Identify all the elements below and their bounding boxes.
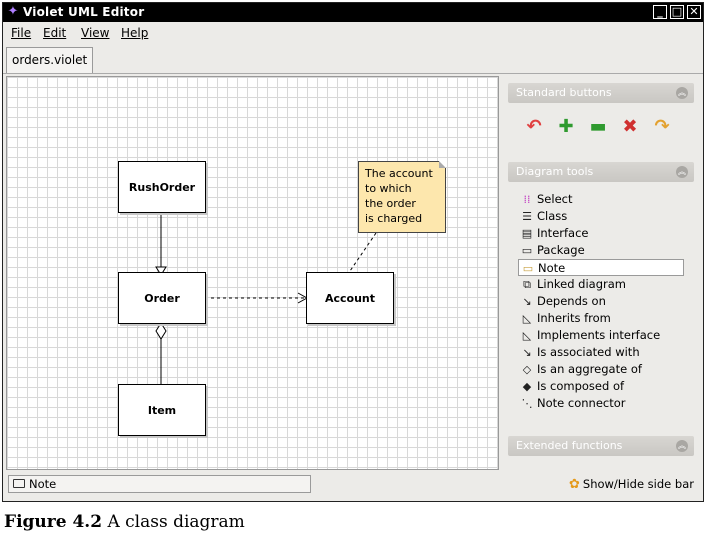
diagram-tools-header[interactable]: Diagram tools ︽: [508, 162, 694, 182]
tool-class[interactable]: ☰Class: [518, 208, 684, 225]
gear-icon: ✿: [569, 477, 580, 492]
class-rushorder[interactable]: RushOrder: [118, 161, 206, 213]
inherits-from-icon: ◺: [522, 312, 532, 325]
minimize-icon[interactable]: _: [653, 5, 667, 19]
depends-on-icon: ↘: [522, 295, 532, 308]
maximize-icon[interactable]: □: [670, 5, 684, 19]
tool-select[interactable]: ⁞⁞Select: [518, 191, 684, 208]
undo-icon[interactable]: ↶: [526, 116, 542, 137]
aggregation-icon: ◇: [522, 363, 532, 376]
status-label: Note: [29, 477, 57, 491]
diagram-tools-title: Diagram tools: [516, 165, 594, 178]
title-bar: ✦ Violet UML Editor _ □ ✕: [3, 3, 703, 22]
implements-interface-icon: ◺: [522, 329, 532, 342]
diagram-connectors: [155, 213, 377, 384]
tab-orders-violet[interactable]: orders.violet: [6, 47, 94, 73]
note-icon: [13, 479, 25, 488]
class-order[interactable]: Order: [118, 272, 206, 324]
menu-file[interactable]: File: [11, 26, 32, 40]
diagram-canvas[interactable]: RushOrder Order Account Item The account…: [7, 77, 498, 469]
note-icon: ▭: [522, 262, 534, 275]
tool-depends-on[interactable]: ↘Depends on: [518, 293, 684, 310]
diagram-tools-list: ⁞⁞Select ☰Class ▤Interface ▭Package ▭Not…: [518, 191, 684, 412]
diagram-note[interactable]: The account to which the order is charge…: [358, 161, 446, 233]
remove-icon[interactable]: ▬: [589, 116, 607, 137]
app-window: ✦ Violet UML Editor _ □ ✕ File Edit View…: [2, 2, 704, 502]
extended-functions-title: Extended functions: [516, 439, 623, 452]
tool-is-an-aggregate-of[interactable]: ◇Is an aggregate of: [518, 361, 684, 378]
status-bar: Note: [8, 475, 311, 493]
collapse-icon[interactable]: ︽: [676, 166, 688, 178]
show-hide-label: Show/Hide side bar: [582, 477, 694, 491]
tool-inherits-from[interactable]: ◺Inherits from: [518, 310, 684, 327]
collapse-icon[interactable]: ︽: [676, 87, 688, 99]
tab-strip: orders.violet: [3, 45, 703, 74]
tool-note[interactable]: ▭Note: [518, 259, 684, 276]
collapse-icon[interactable]: ︽: [676, 440, 688, 452]
package-icon: ▭: [521, 244, 533, 257]
tool-is-composed-of[interactable]: ◆Is composed of: [518, 378, 684, 395]
figure-title: A class diagram: [107, 512, 245, 532]
close-icon[interactable]: ✕: [687, 5, 701, 19]
diagram-canvas-frame: RushOrder Order Account Item The account…: [6, 76, 499, 470]
interface-icon: ▤: [521, 227, 533, 240]
standard-buttons-header[interactable]: Standard buttons ︽: [508, 83, 694, 103]
tool-is-associated-with[interactable]: ↘Is associated with: [518, 344, 684, 361]
figure-number: Figure 4.2: [4, 512, 103, 532]
side-bar: Standard buttons ︽ ↶ ✚ ▬ ✖ ↷ Diagram too…: [503, 76, 699, 470]
figure-caption: Figure 4.2 A class diagram: [4, 512, 245, 532]
class-icon: ☰: [522, 210, 532, 223]
linked-diagram-icon: ⧉: [523, 278, 531, 291]
tool-note-connector[interactable]: ⋱Note connector: [521, 396, 626, 410]
note-connector-line[interactable]: [349, 232, 377, 272]
note-connector-icon: ⋱: [521, 397, 533, 410]
aggregation-diamond: [155, 322, 167, 340]
menu-view[interactable]: View: [81, 26, 110, 40]
inheritance-arrowhead: [155, 266, 167, 276]
tool-package[interactable]: ▭Package: [521, 243, 585, 257]
delete-icon[interactable]: ✖: [622, 116, 638, 137]
composition-icon: ◆: [522, 380, 532, 393]
violet-app-icon: ✦: [7, 4, 19, 19]
tool-implements-interface[interactable]: ◺Implements interface: [518, 327, 684, 344]
menu-bar: File Edit View Help: [3, 22, 703, 44]
select-icon: ⁞⁞: [523, 193, 531, 206]
class-account[interactable]: Account: [306, 272, 394, 324]
tool-interface[interactable]: ▤Interface: [521, 226, 589, 240]
class-item[interactable]: Item: [118, 384, 206, 436]
standard-buttons-title: Standard buttons: [516, 86, 612, 99]
add-icon[interactable]: ✚: [558, 116, 574, 137]
extended-functions-header[interactable]: Extended functions ︽: [508, 436, 694, 456]
menu-help[interactable]: Help: [121, 26, 149, 40]
window-title: Violet UML Editor: [23, 5, 145, 19]
tool-linked-diagram[interactable]: ⧉Linked diagram: [518, 276, 684, 293]
redo-icon[interactable]: ↷: [654, 116, 670, 137]
show-hide-sidebar-button[interactable]: ✿Show/Hide side bar: [569, 476, 694, 493]
menu-edit[interactable]: Edit: [43, 26, 67, 40]
association-icon: ↘: [522, 346, 532, 359]
